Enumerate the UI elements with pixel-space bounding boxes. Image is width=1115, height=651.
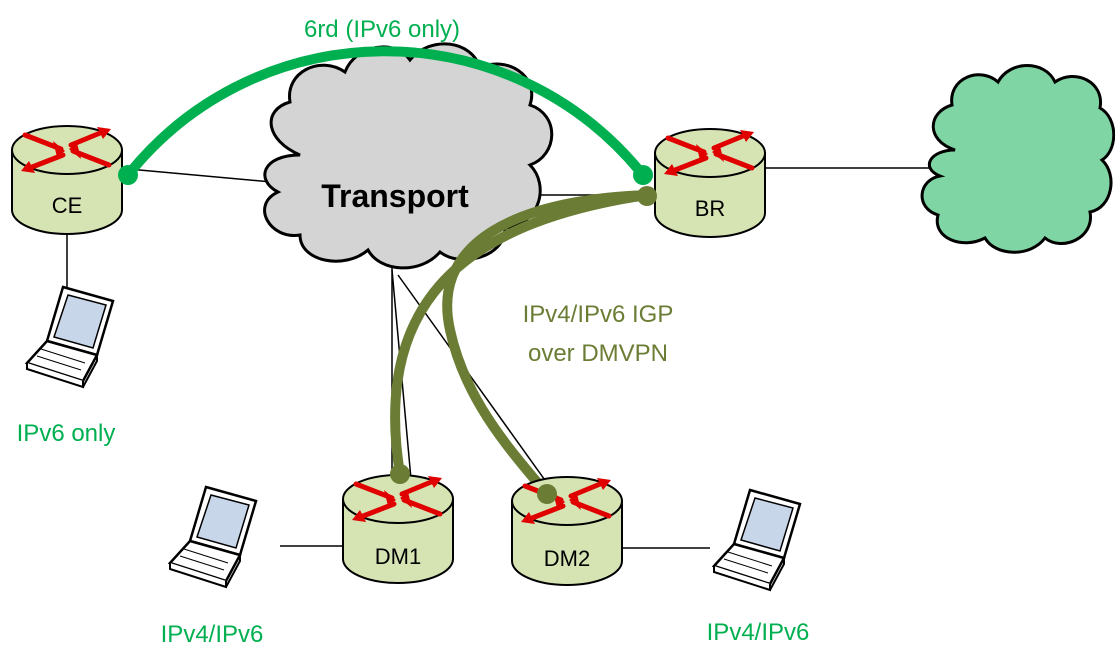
internet-cloud — [920, 64, 1115, 254]
router-dm2-label: DM2 — [544, 546, 590, 571]
dmvpn-endpoint-br — [637, 186, 657, 206]
laptop-icon-dm2[interactable] — [712, 488, 802, 592]
transport-cloud — [263, 42, 554, 270]
dmvpn-endpoint-dm2 — [537, 484, 557, 504]
router-dm1[interactable]: DM1 — [343, 475, 453, 583]
tunnel-6rd-label: 6rd (IPv6 only) — [304, 16, 460, 43]
router-ce[interactable]: CE — [12, 126, 122, 234]
laptop-icon-dm1[interactable] — [168, 485, 258, 589]
dmvpn-endpoint-dm1 — [390, 464, 410, 484]
router-br[interactable]: BR — [655, 129, 765, 237]
link-ce-transport — [117, 167, 273, 183]
igp-label-line2: over DMVPN — [528, 340, 668, 367]
router-br-label: BR — [695, 196, 726, 221]
laptop-icon-ce[interactable] — [25, 285, 115, 389]
tunnel-6rd-endpoint-br — [633, 165, 653, 185]
igp-label-line1: IPv4/IPv6 IGP — [523, 301, 674, 328]
dm2-laptop-label: IPv4/IPv6 — [707, 619, 810, 646]
tunnel-6rd-arc — [123, 46, 648, 180]
dmvpn-tunnel-dm2 — [442, 190, 652, 499]
router-ce-label: CE — [52, 193, 83, 218]
tunnel-6rd-endpoint-ce — [118, 165, 138, 185]
router-dm2[interactable]: DM2 — [512, 477, 622, 585]
transport-cloud-label: Transport — [321, 178, 469, 214]
ce-laptop-label: IPv6 only — [17, 420, 116, 447]
dm1-laptop-label: IPv4/IPv6 — [161, 621, 264, 648]
router-dm1-label: DM1 — [375, 544, 421, 569]
